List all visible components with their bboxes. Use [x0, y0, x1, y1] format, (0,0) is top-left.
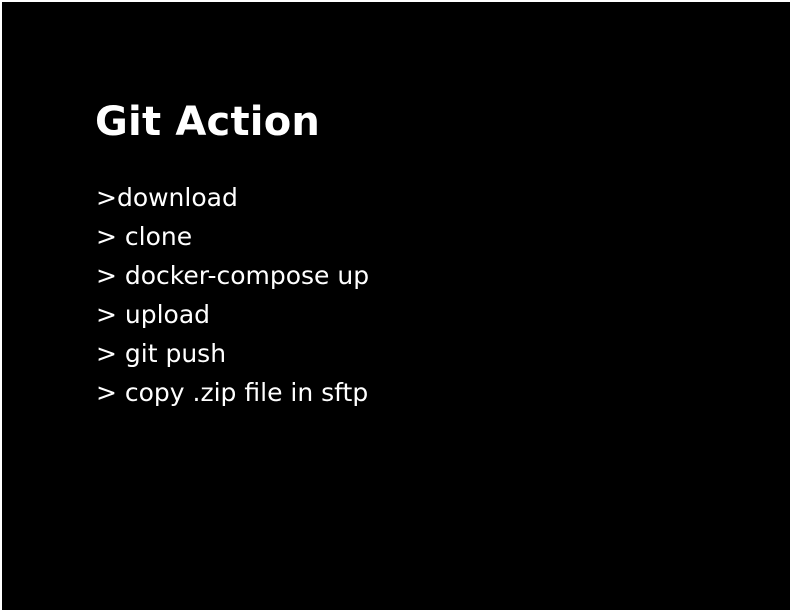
step-line-copy-zip-sftp: > copy .zip file in sftp	[96, 378, 369, 407]
step-line-download: >download	[96, 183, 238, 212]
step-list: >download > clone > docker-compose up > …	[96, 178, 369, 412]
step-line-clone: > clone	[96, 222, 193, 251]
step-line-docker-compose-up: > docker-compose up	[96, 261, 370, 290]
slide-title: Git Action	[95, 99, 321, 145]
step-line-upload: > upload	[96, 300, 211, 329]
step-line-git-push: > git push	[96, 339, 227, 368]
